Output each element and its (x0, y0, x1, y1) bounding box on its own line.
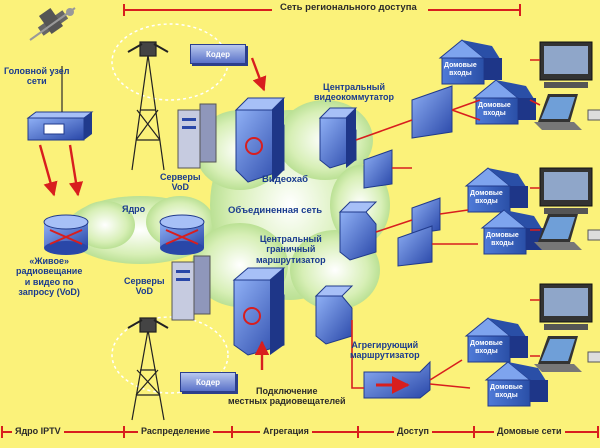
house-icon (472, 79, 536, 125)
central-border-router-device (232, 267, 286, 356)
segment-access: Доступ (394, 426, 432, 437)
videohub-label: Видеохаб (262, 174, 309, 185)
segment-aggregation: Агрегация (260, 426, 312, 437)
antenna-zone-bottom (111, 316, 229, 394)
head-node-label: Головной узел сети (4, 66, 70, 87)
segment-distribution: Распределение (138, 426, 214, 437)
vod-servers-bottom-label: Серверы VoD (124, 276, 165, 297)
vod-server-rack-top (177, 103, 217, 169)
regional-access-label: Сеть регионального доступа (276, 2, 421, 14)
core-router-right (159, 214, 205, 255)
house-icon (438, 39, 502, 85)
aggregating-router-label: Агрегирующий маршрутизатор (350, 340, 420, 361)
vod-server-rack-bottom (171, 255, 211, 321)
tv-icon (539, 41, 593, 88)
house-inputs-label: Домовые входы (486, 232, 519, 247)
laptop-icon (534, 214, 600, 250)
house-icon (464, 167, 528, 213)
house-inputs-label: Домовые входы (490, 384, 523, 399)
satellite-icon (29, 7, 76, 41)
central-border-router-label: Центральный граничный маршрутизатор (256, 234, 326, 265)
tv-icon (539, 283, 593, 330)
house-inputs-label: Домовые входы (470, 340, 503, 355)
house-icon (464, 317, 528, 363)
laptop-icon (534, 94, 600, 130)
local-broadcasters-label: Подключение местных радиовещателей (228, 386, 346, 407)
antenna-tower-top (127, 41, 169, 171)
house-inputs-label: Домовые входы (470, 190, 503, 205)
antenna-tower-bottom (127, 317, 169, 421)
videohub-device (234, 97, 286, 183)
head-node-device (26, 111, 94, 141)
house-icon (484, 361, 548, 407)
access-switch-1 (411, 85, 453, 139)
access-switch-4 (397, 225, 433, 267)
house-inputs-label: Домовые входы (444, 62, 477, 77)
coder-top-box: Кодер (190, 44, 246, 64)
house-inputs-label: Домовые входы (478, 102, 511, 117)
access-switch-2 (363, 149, 393, 189)
unified-network-label: Объединенная сеть (228, 205, 323, 216)
central-video-switch-label: Центральный видеокоммутатор (314, 82, 395, 103)
access-switch-3 (411, 197, 441, 235)
regional-access-bracket (123, 4, 521, 16)
central-video-switch-device (318, 107, 358, 169)
segment-home-networks: Домовые сети (494, 426, 565, 437)
core-label: Ядро (122, 204, 146, 214)
coder-bottom-box: Кодер (180, 372, 236, 392)
core-router-left (43, 214, 89, 255)
edge-router-device (314, 285, 354, 345)
connection-lines (351, 59, 541, 389)
vod-servers-top-label: Серверы VoD (160, 172, 201, 193)
laptop-icon (534, 336, 600, 372)
tv-icon (539, 167, 593, 214)
flow-arrows (38, 57, 270, 370)
live-broadcast-label: «Живое» радиовещание и видео по запросу … (16, 256, 83, 298)
central-switch-device-mid (338, 201, 378, 261)
aggregating-router-device (363, 360, 431, 399)
segment-iptv-core: Ядро IPTV (12, 426, 64, 437)
